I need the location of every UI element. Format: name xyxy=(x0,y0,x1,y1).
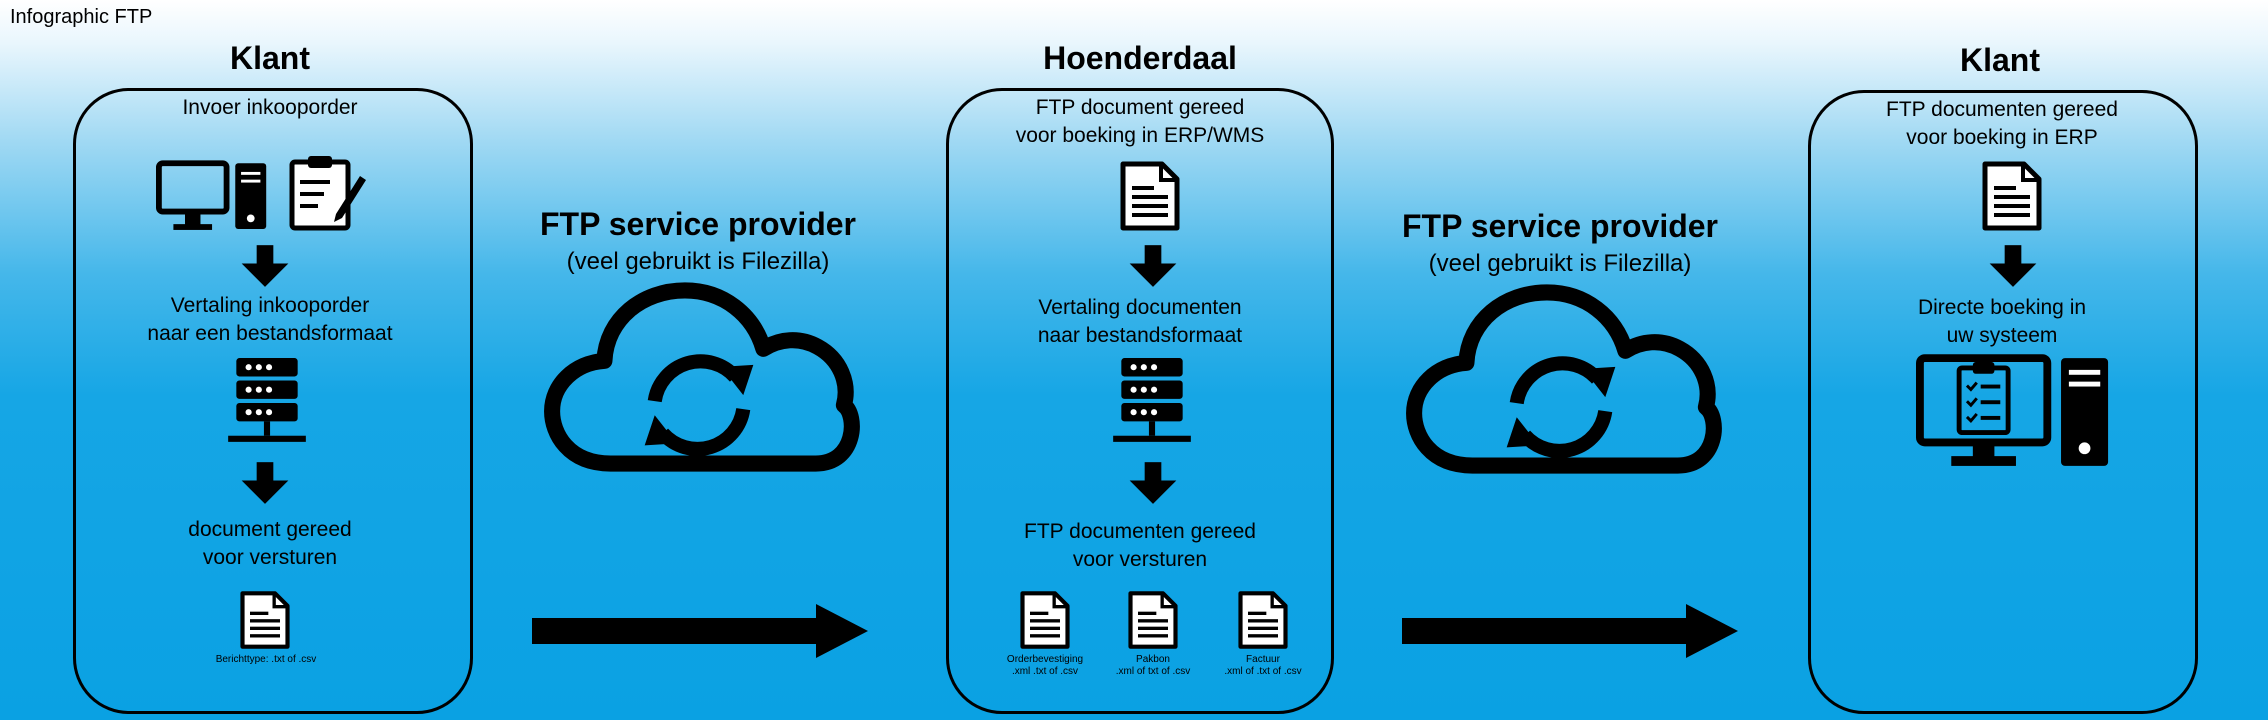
cloud-sync-icon xyxy=(538,280,860,482)
document-icon xyxy=(240,588,290,652)
right-step2-line2: uw systeem xyxy=(1946,324,2058,347)
down-arrow-icon xyxy=(240,245,290,287)
provider-2-subtitle: (veel gebruikt is Filezilla) xyxy=(1428,250,1692,277)
document-icon xyxy=(1020,588,1070,652)
document-icon xyxy=(1982,160,2042,232)
document-icon xyxy=(1120,160,1180,232)
right-arrow-icon xyxy=(1402,604,1738,658)
document-icon xyxy=(1238,588,1288,652)
middle-step1-line1: FTP document gereed xyxy=(1035,96,1245,119)
middle-step3-line2: voor versturen xyxy=(1072,548,1208,571)
down-arrow-icon xyxy=(1988,245,2038,287)
page-label: Infographic FTP xyxy=(10,6,153,28)
computer-icon xyxy=(156,160,272,238)
server-icon xyxy=(225,356,309,448)
left-file-caption: Berichttype: .txt of .csv xyxy=(215,654,317,665)
left-panel xyxy=(73,88,473,714)
middle-step3-line1: FTP documenten gereed xyxy=(1024,520,1256,543)
middle-step2-line2: naar bestandsformaat xyxy=(1037,324,1243,347)
middle-file-3-line1: Factuur xyxy=(1246,654,1280,665)
cloud-sync-icon xyxy=(1400,282,1722,484)
left-step2-line1: Vertaling inkooporder xyxy=(170,294,370,317)
right-panel xyxy=(1808,90,2198,714)
down-arrow-icon xyxy=(1128,462,1178,504)
right-step1-line1: FTP documenten gereed xyxy=(1886,98,2118,121)
left-panel-title: Klant xyxy=(230,40,310,76)
right-step2-line1: Directe boeking in xyxy=(1917,296,2087,319)
middle-file-2-line1: Pakbon xyxy=(1136,654,1170,665)
middle-file-3-line2: .xml of .txt of .csv xyxy=(1224,666,1302,677)
middle-panel-title: Hoenderdaal xyxy=(1043,40,1237,76)
document-icon xyxy=(1128,588,1178,652)
middle-file-1-line1: Orderbevestiging xyxy=(1006,654,1084,665)
provider-1-title: FTP service provider xyxy=(540,206,856,242)
left-step3-line2: voor versturen xyxy=(202,546,338,569)
middle-panel xyxy=(946,88,1334,714)
down-arrow-icon xyxy=(240,462,290,504)
middle-step1-line2: voor boeking in ERP/WMS xyxy=(1015,124,1265,147)
right-step1-line2: voor boeking in ERP xyxy=(1906,126,2098,149)
right-arrow-icon xyxy=(532,604,868,658)
provider-1-subtitle: (veel gebruikt is Filezilla) xyxy=(566,248,830,275)
right-panel-title: Klant xyxy=(1960,42,2040,78)
down-arrow-icon xyxy=(1128,245,1178,287)
workstation-checklist-icon xyxy=(1916,354,2112,472)
clipboard-edit-icon xyxy=(288,152,368,232)
middle-step2-line1: Vertaling documenten xyxy=(1038,296,1242,319)
left-step1-label: Invoer inkooporder xyxy=(182,96,358,119)
server-icon xyxy=(1110,356,1194,448)
middle-file-2-line2: .xml of txt of .csv xyxy=(1115,666,1191,677)
left-step2-line2: naar een bestandsformaat xyxy=(147,322,393,345)
left-step3-line1: document gereed xyxy=(188,518,352,541)
middle-file-1-line2: .xml .txt of .csv xyxy=(1011,666,1079,677)
provider-2-title: FTP service provider xyxy=(1402,208,1718,244)
